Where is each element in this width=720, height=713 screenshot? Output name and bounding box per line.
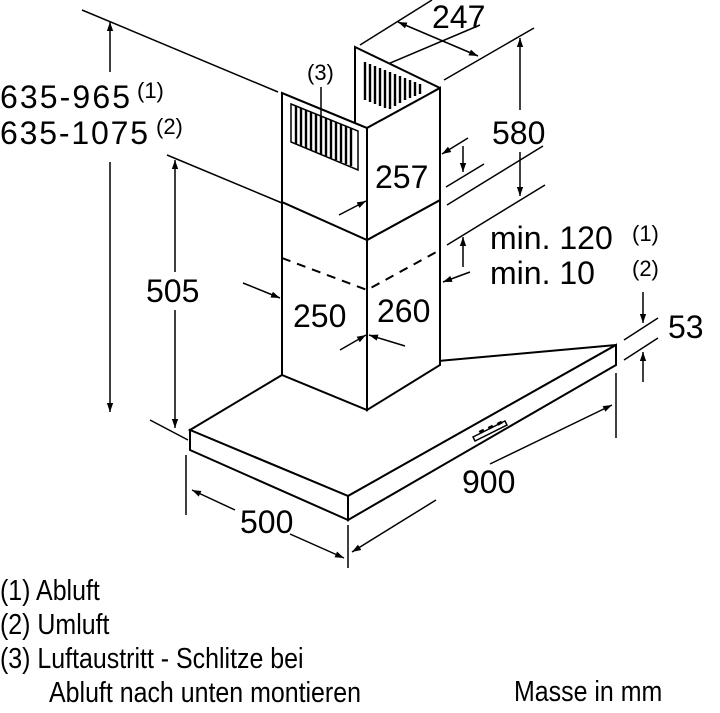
dim-257: 257 <box>338 137 485 216</box>
legend-item-1: (1) Abluft <box>0 574 361 608</box>
dim-min-gap-2-note: (2) <box>632 256 659 281</box>
dim-53: 53 <box>623 292 704 382</box>
dim-min-gap: min. 120 (1) min. 10 (2) <box>442 184 659 291</box>
control-panel-icon <box>471 419 509 443</box>
dim-250-label: 250 <box>293 298 346 334</box>
dim-total-height: 635-965 (1) 635-1075 (2) <box>0 22 183 412</box>
legend-item-2: (2) Umluft <box>0 608 361 642</box>
dim-total-height-1: 635-965 <box>0 79 130 115</box>
canopy <box>187 343 617 522</box>
dim-580-label: 580 <box>492 115 545 151</box>
dim-257-label: 257 <box>375 159 428 195</box>
dim-250-260: 250 260 <box>242 282 430 351</box>
dim-53-label: 53 <box>668 309 704 345</box>
dim-900-label: 900 <box>462 464 515 500</box>
dim-min-gap-1-label: min. 120 <box>490 220 613 256</box>
dim-min-gap-1-note: (1) <box>632 221 659 246</box>
dim-580: 580 <box>443 27 545 206</box>
dim-900: 900 <box>347 373 617 568</box>
dim-247: 247 <box>359 0 485 57</box>
dim-total-height-2-note: (2) <box>156 114 183 139</box>
dim-total-height-2: 635-1075 <box>0 115 148 151</box>
dim-505-label: 505 <box>146 273 199 309</box>
dim-500: 500 <box>185 455 345 559</box>
legend-marker-2: (2) <box>0 609 31 641</box>
slot-callout-label: (3) <box>307 60 334 85</box>
dim-247-label: 247 <box>432 0 485 35</box>
unit-note: Masse in mm <box>514 676 663 708</box>
air-outlet-slots-left <box>290 102 359 172</box>
dim-505: 505 <box>146 160 199 428</box>
legend-item-3-cont: Abluft nach unten montieren <box>0 676 361 710</box>
air-outlet-slots-back <box>362 60 430 109</box>
dim-260-label: 260 <box>377 293 430 329</box>
dim-total-height-1-note: (1) <box>137 78 164 103</box>
dim-min-gap-2-label: min. 10 <box>490 255 595 291</box>
legend-marker-3: (3) <box>0 643 31 675</box>
legend-text-3: Luftaustritt - Schlitze bei <box>37 643 304 675</box>
slot-callout: (3) <box>307 60 334 130</box>
dim-500-label: 500 <box>240 504 293 540</box>
legend-text-3-cont: Abluft nach unten montieren <box>49 677 361 709</box>
legend-marker-1: (1) <box>0 575 31 607</box>
legend-item-3: (3) Luftaustritt - Schlitze bei <box>0 642 361 676</box>
lower-chimney <box>281 198 441 412</box>
legend-text-2: Umluft <box>37 609 110 641</box>
legend-text-1: Abluft <box>36 575 100 607</box>
legend: (1) Abluft (2) Umluft (3) Luftaustritt -… <box>0 574 361 710</box>
